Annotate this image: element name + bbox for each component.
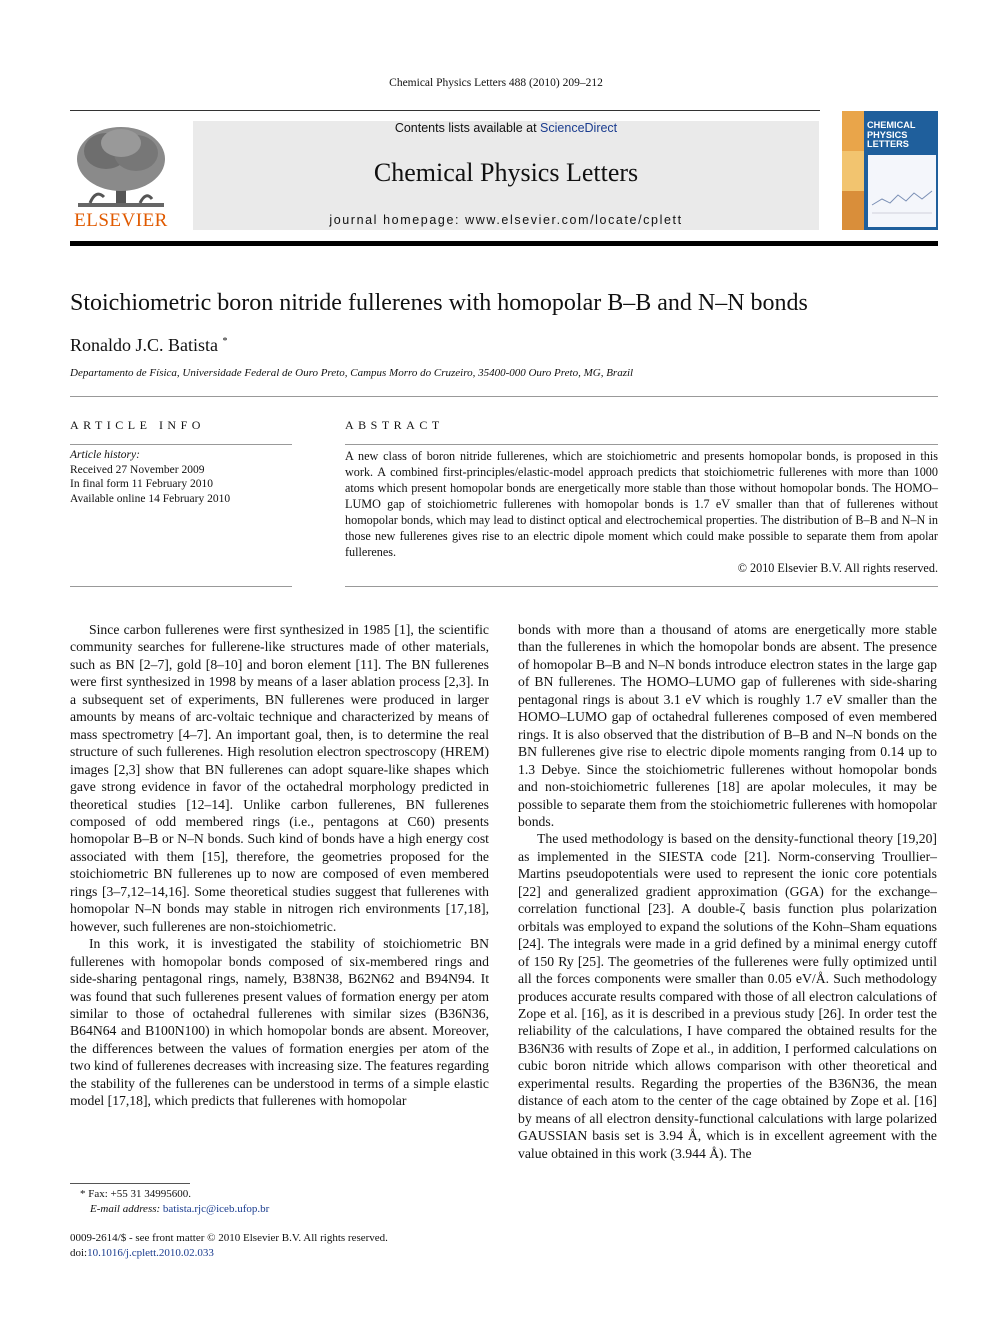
email-label: E-mail address: xyxy=(90,1203,163,1215)
abstract-body: A new class of boron nitride fullerenes,… xyxy=(345,448,938,576)
footnote-rule xyxy=(70,1183,190,1184)
cover-title-line: LETTERS xyxy=(867,139,909,149)
abstract-text: A new class of boron nitride fullerenes,… xyxy=(345,449,938,559)
online-date: Available online 14 February 2010 xyxy=(70,492,231,505)
journal-cover: CHEMICAL PHYSICS LETTERS xyxy=(842,111,938,230)
cover-stripe xyxy=(842,111,864,151)
journal-citation: Chemical Physics Letters 488 (2010) 209–… xyxy=(389,77,603,89)
publisher-name: ELSEVIER xyxy=(74,210,168,231)
body-right-column: bonds with more than a thousand of atoms… xyxy=(518,621,937,1162)
author-footnote-mark[interactable]: * xyxy=(222,336,228,347)
footnote: * Fax: +55 31 34995600. E-mail address: … xyxy=(70,1187,269,1217)
revised-date: In final form 11 February 2010 xyxy=(70,478,213,490)
doi-label: doi: xyxy=(70,1246,88,1259)
cover-stripe xyxy=(842,191,864,230)
abstract-bottom-rule xyxy=(345,586,938,587)
body-paragraph: Since carbon fullerenes were first synth… xyxy=(70,622,489,934)
abstract-copyright: © 2010 Elsevier B.V. All rights reserved… xyxy=(737,561,938,575)
cover-plot-graphic xyxy=(871,190,933,214)
issn-line: 0009-2614/$ - see front matter © 2010 El… xyxy=(70,1232,388,1244)
journal-banner: Contents lists available at ScienceDirec… xyxy=(193,121,819,230)
article-title: Stoichiometric boron nitride fullerenes … xyxy=(70,290,808,316)
cover-figure xyxy=(868,155,936,227)
header-rule xyxy=(70,110,820,111)
bottom-matter: 0009-2614/$ - see front matter © 2010 El… xyxy=(70,1231,388,1260)
abstract-rule xyxy=(345,444,938,445)
history-label: Article history: xyxy=(70,449,140,461)
affiliation: Departamento de Física, Universidade Fed… xyxy=(70,367,634,379)
cover-stripe xyxy=(842,151,864,191)
info-rule xyxy=(70,444,292,445)
doi-link[interactable]: 10.1016/j.cplett.2010.02.033 xyxy=(87,1246,214,1259)
author-line: Ronaldo J.C. Batista * xyxy=(70,335,228,356)
body-paragraph: The used methodology is based on the den… xyxy=(518,831,937,1161)
article-history: Article history: Received 27 November 20… xyxy=(70,448,230,506)
header-thick-bar xyxy=(70,241,938,246)
received-date: Received 27 November 2009 xyxy=(70,463,205,476)
contents-line: Contents lists available at ScienceDirec… xyxy=(193,121,819,135)
article-info-heading: ARTICLE INFO xyxy=(70,418,205,432)
doi-line: doi:10.1016/j.cplett.2010.02.033 xyxy=(70,1246,388,1261)
cover-title-line: CHEMICAL xyxy=(867,120,916,130)
journal-homepage[interactable]: journal homepage: www.elsevier.com/locat… xyxy=(329,213,683,227)
footnote-fax: * Fax: +55 31 34995600. xyxy=(80,1188,192,1200)
elsevier-tree-logo xyxy=(77,127,165,207)
journal-title: Chemical Physics Letters xyxy=(373,158,639,187)
info-bottom-rule xyxy=(70,586,292,587)
footnote-email-line: E-mail address: batista.rjc@iceb.ufop.br xyxy=(70,1202,269,1217)
email-link[interactable]: batista.rjc@iceb.ufop.br xyxy=(162,1203,270,1215)
cover-title-line: PHYSICS xyxy=(867,129,908,140)
body-left-column: Since carbon fullerenes were first synth… xyxy=(70,621,489,1110)
sciencedirect-link[interactable]: ScienceDirect xyxy=(540,121,618,135)
body-paragraph: In this work, it is investigated the sta… xyxy=(70,936,489,1109)
cover-title: CHEMICAL PHYSICS LETTERS xyxy=(867,120,916,150)
body-paragraph: bonds with more than a thousand of atoms… xyxy=(518,622,937,829)
abstract-heading: ABSTRACT xyxy=(345,418,444,432)
author-name[interactable]: Ronaldo J.C. Batista xyxy=(70,335,218,355)
contents-prefix: Contents lists available at xyxy=(394,121,541,135)
section-rule xyxy=(70,396,938,397)
